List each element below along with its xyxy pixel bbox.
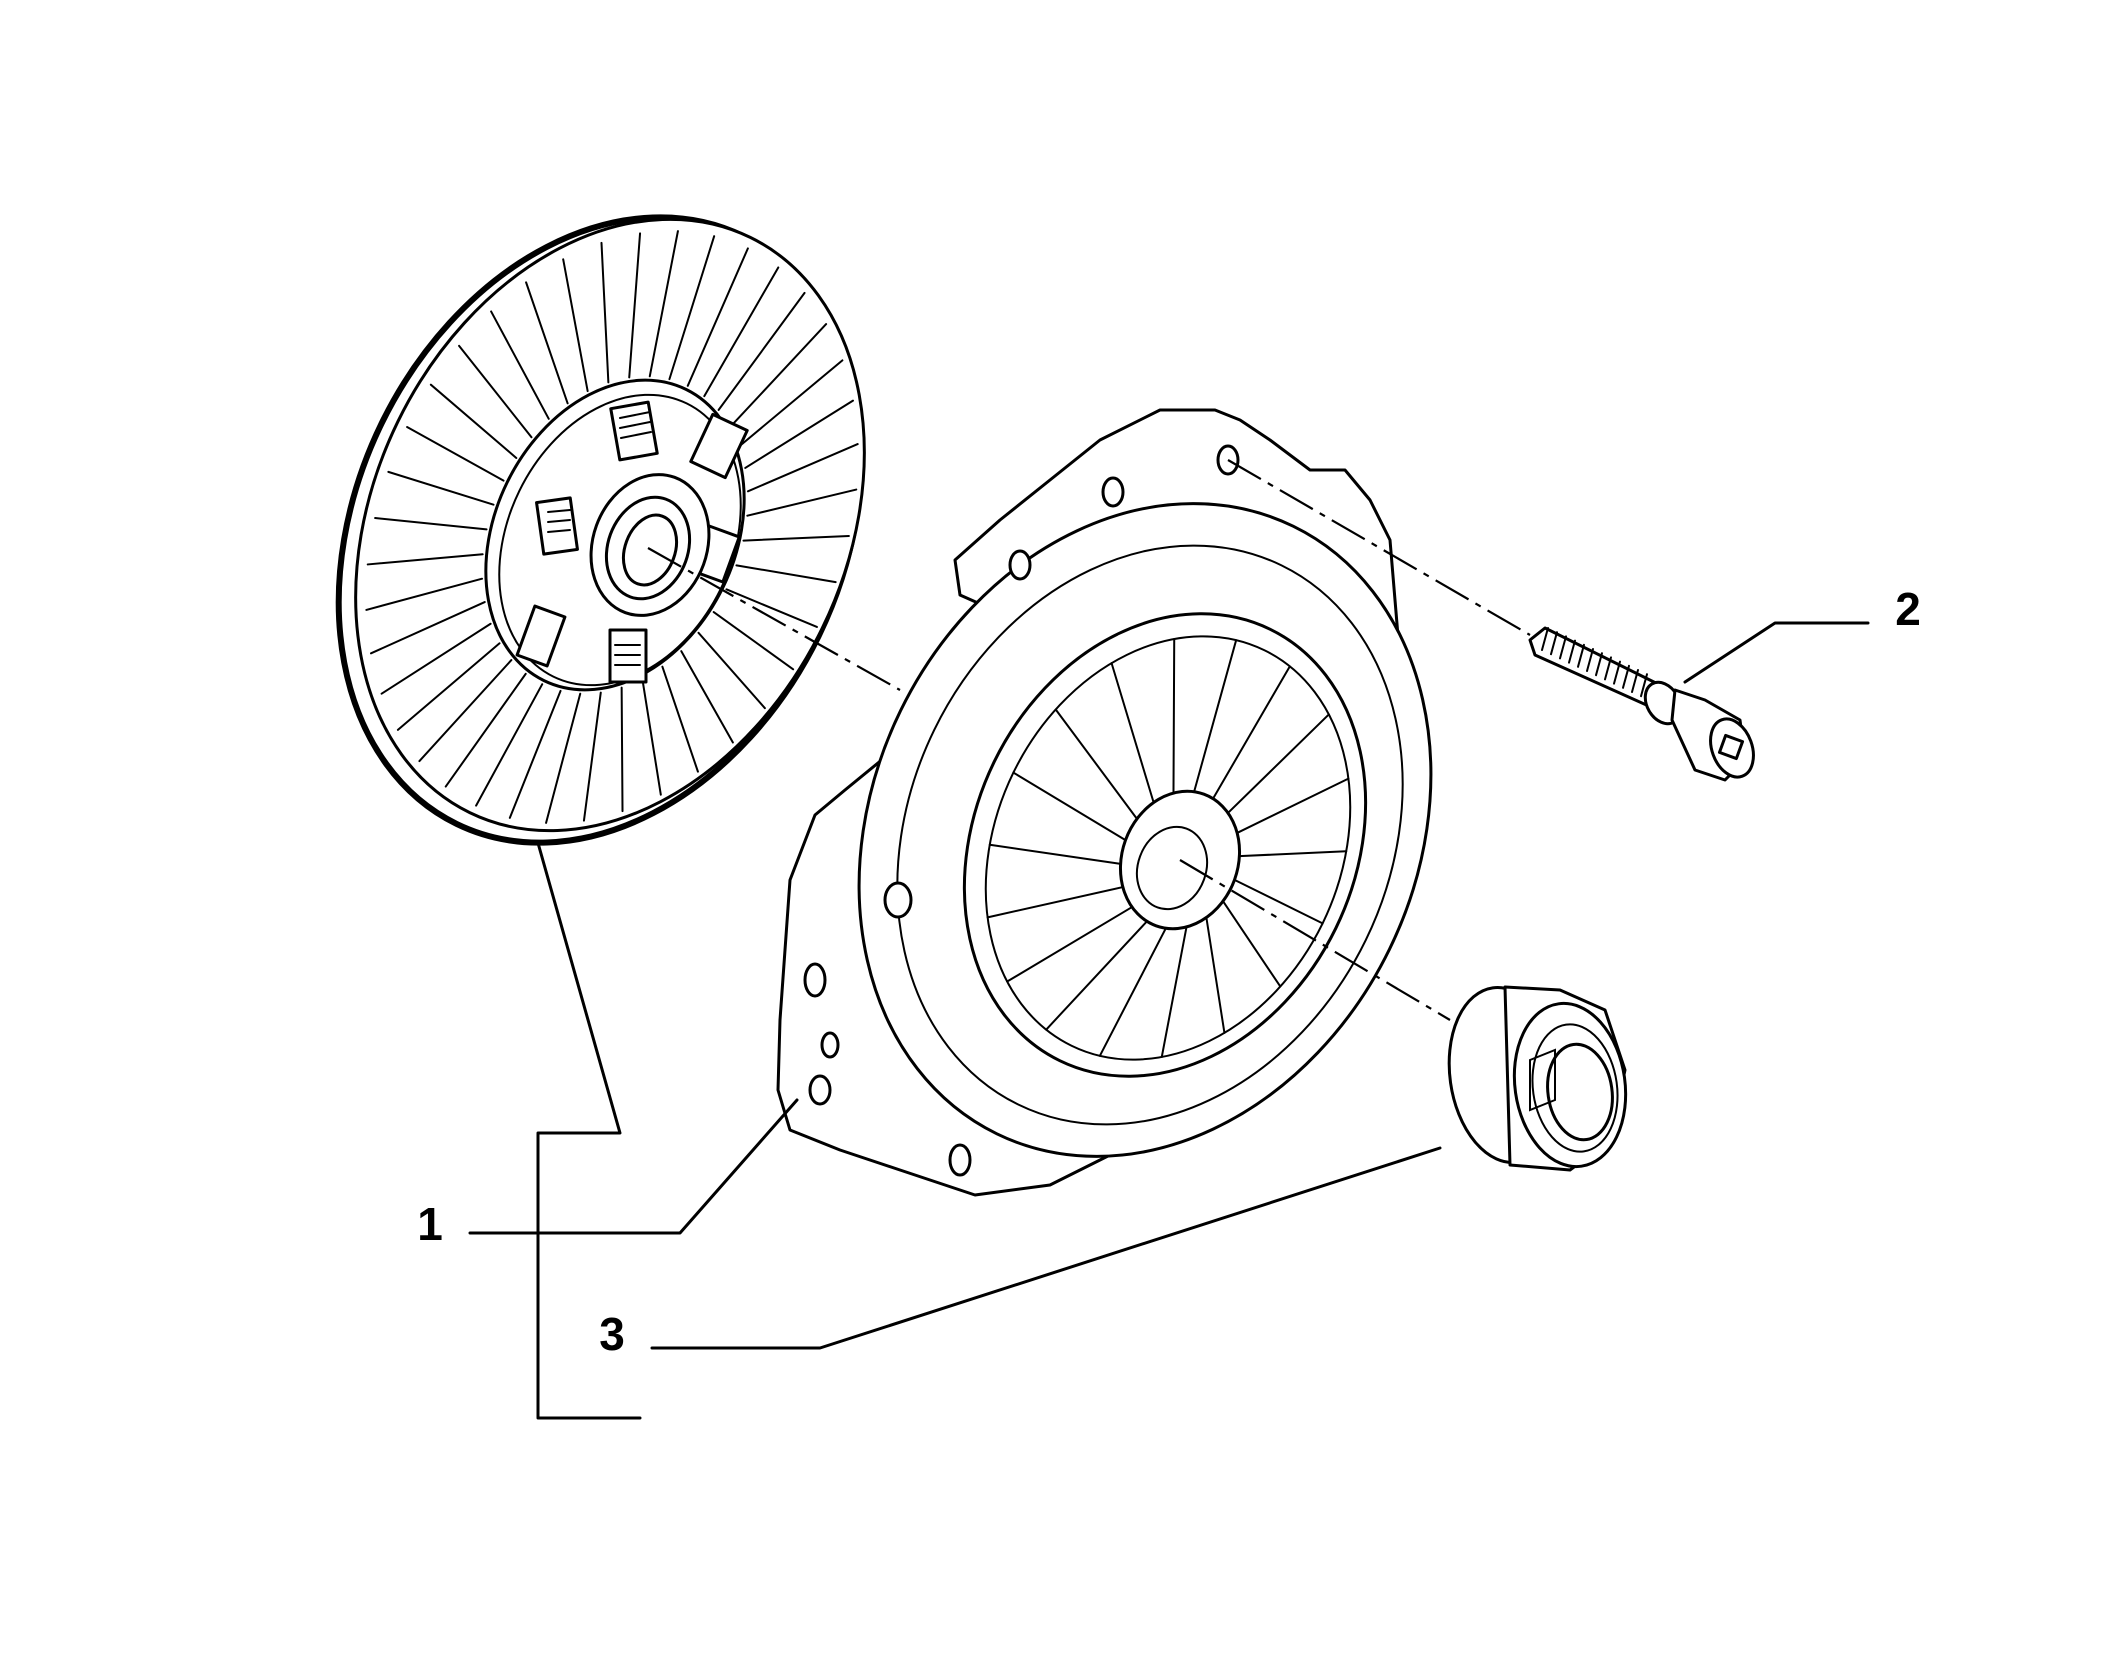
diaphragm-finger-line xyxy=(1045,920,1148,1031)
friction-segment-line xyxy=(717,291,806,411)
friction-segment-line xyxy=(562,258,589,393)
friction-segment-line xyxy=(742,534,850,542)
friction-segment-line xyxy=(370,601,486,655)
mounting-holes xyxy=(803,444,1240,1177)
thread-line xyxy=(1604,656,1612,681)
diaphragm-finger-line xyxy=(1233,878,1324,925)
leader-lines xyxy=(468,621,1870,1420)
callout-1: 1 xyxy=(417,1198,443,1250)
diaphragm-finger-line xyxy=(1160,925,1188,1058)
bolt xyxy=(1528,626,1755,782)
friction-segment-line xyxy=(490,310,550,420)
diaphragm-finger-line xyxy=(1236,777,1350,834)
clutch-disc xyxy=(335,214,866,846)
diaphragm-finger-line xyxy=(1205,916,1226,1034)
diaphragm-finger-line xyxy=(1110,662,1155,804)
friction-segment-line xyxy=(444,672,527,788)
friction-segment-line xyxy=(366,553,484,566)
damper-springs xyxy=(515,400,749,684)
thread-line xyxy=(1586,648,1594,672)
friction-segment-line xyxy=(374,517,488,531)
diaphragm-finger-line xyxy=(1012,771,1127,842)
friction-segment-line xyxy=(744,399,854,469)
friction-segment-line xyxy=(620,686,624,813)
diaphragm-finger-line xyxy=(1006,906,1134,983)
friction-segment-line xyxy=(429,383,518,459)
friction-segment-line xyxy=(508,689,562,819)
thread-line xyxy=(1622,664,1630,689)
diaphragm-fingers xyxy=(986,638,1350,1058)
friction-segment-line xyxy=(458,344,533,439)
friction-segment-line xyxy=(735,564,837,584)
friction-segment-line xyxy=(680,650,734,744)
friction-segment-line xyxy=(406,426,505,482)
friction-segment-line xyxy=(648,230,679,378)
diaphragm-finger-line xyxy=(1054,708,1138,820)
thread-line xyxy=(1640,673,1648,698)
diaphragm-finger-line xyxy=(1172,638,1176,795)
friction-segment-line xyxy=(746,488,858,517)
assembly-axis-lines xyxy=(647,459,1531,1021)
diaphragm-finger-line xyxy=(1238,850,1348,858)
friction-segment-line xyxy=(729,323,828,428)
friction-segment-line xyxy=(712,611,795,671)
diaphragm-finger-line xyxy=(988,843,1122,865)
thread-line xyxy=(1595,652,1603,677)
bolt-threads xyxy=(1541,627,1648,698)
diaphragm-finger-line xyxy=(1222,900,1282,988)
friction-segment-line xyxy=(628,232,642,379)
friction-segment-line xyxy=(365,577,484,611)
friction-segment-line xyxy=(545,692,582,824)
diaphragm-finger-line xyxy=(1212,665,1291,800)
diaphragm-finger-line xyxy=(1226,713,1330,814)
friction-segment-line xyxy=(738,359,844,448)
friction-segment-line xyxy=(697,631,766,710)
thread-line xyxy=(1559,635,1567,660)
thread-line xyxy=(1577,643,1585,668)
callout-3: 3 xyxy=(599,1308,625,1360)
friction-segment-line xyxy=(582,691,602,822)
clutch-pressure-plate xyxy=(776,408,1433,1197)
friction-segment-line xyxy=(396,642,501,731)
friction-segment-line xyxy=(387,470,495,506)
thread-line xyxy=(1541,627,1549,651)
release-bearing xyxy=(1447,985,1628,1172)
friction-segment-line xyxy=(525,281,569,405)
friction-segment-line xyxy=(641,677,662,796)
friction-segment-line xyxy=(668,235,716,381)
friction-segment-line xyxy=(418,659,513,763)
thread-line xyxy=(1568,639,1576,664)
friction-segment-line xyxy=(475,683,544,807)
friction-segment-line xyxy=(661,665,699,773)
friction-segment-line xyxy=(746,443,859,493)
diaphragm-finger-line xyxy=(1098,927,1167,1057)
friction-segment-line xyxy=(725,588,818,628)
friction-segment-line xyxy=(600,241,610,384)
thread-line xyxy=(1613,660,1621,685)
callout-2: 2 xyxy=(1895,583,1921,635)
friction-segment-line xyxy=(703,266,780,398)
diaphragm-finger-line xyxy=(1193,639,1238,793)
friction-segment-line xyxy=(686,247,749,387)
thread-line xyxy=(1631,669,1639,693)
friction-segment-line xyxy=(380,622,492,695)
diaphragm-finger-line xyxy=(986,886,1124,919)
friction-segments xyxy=(365,230,859,824)
thread-line xyxy=(1550,631,1558,656)
